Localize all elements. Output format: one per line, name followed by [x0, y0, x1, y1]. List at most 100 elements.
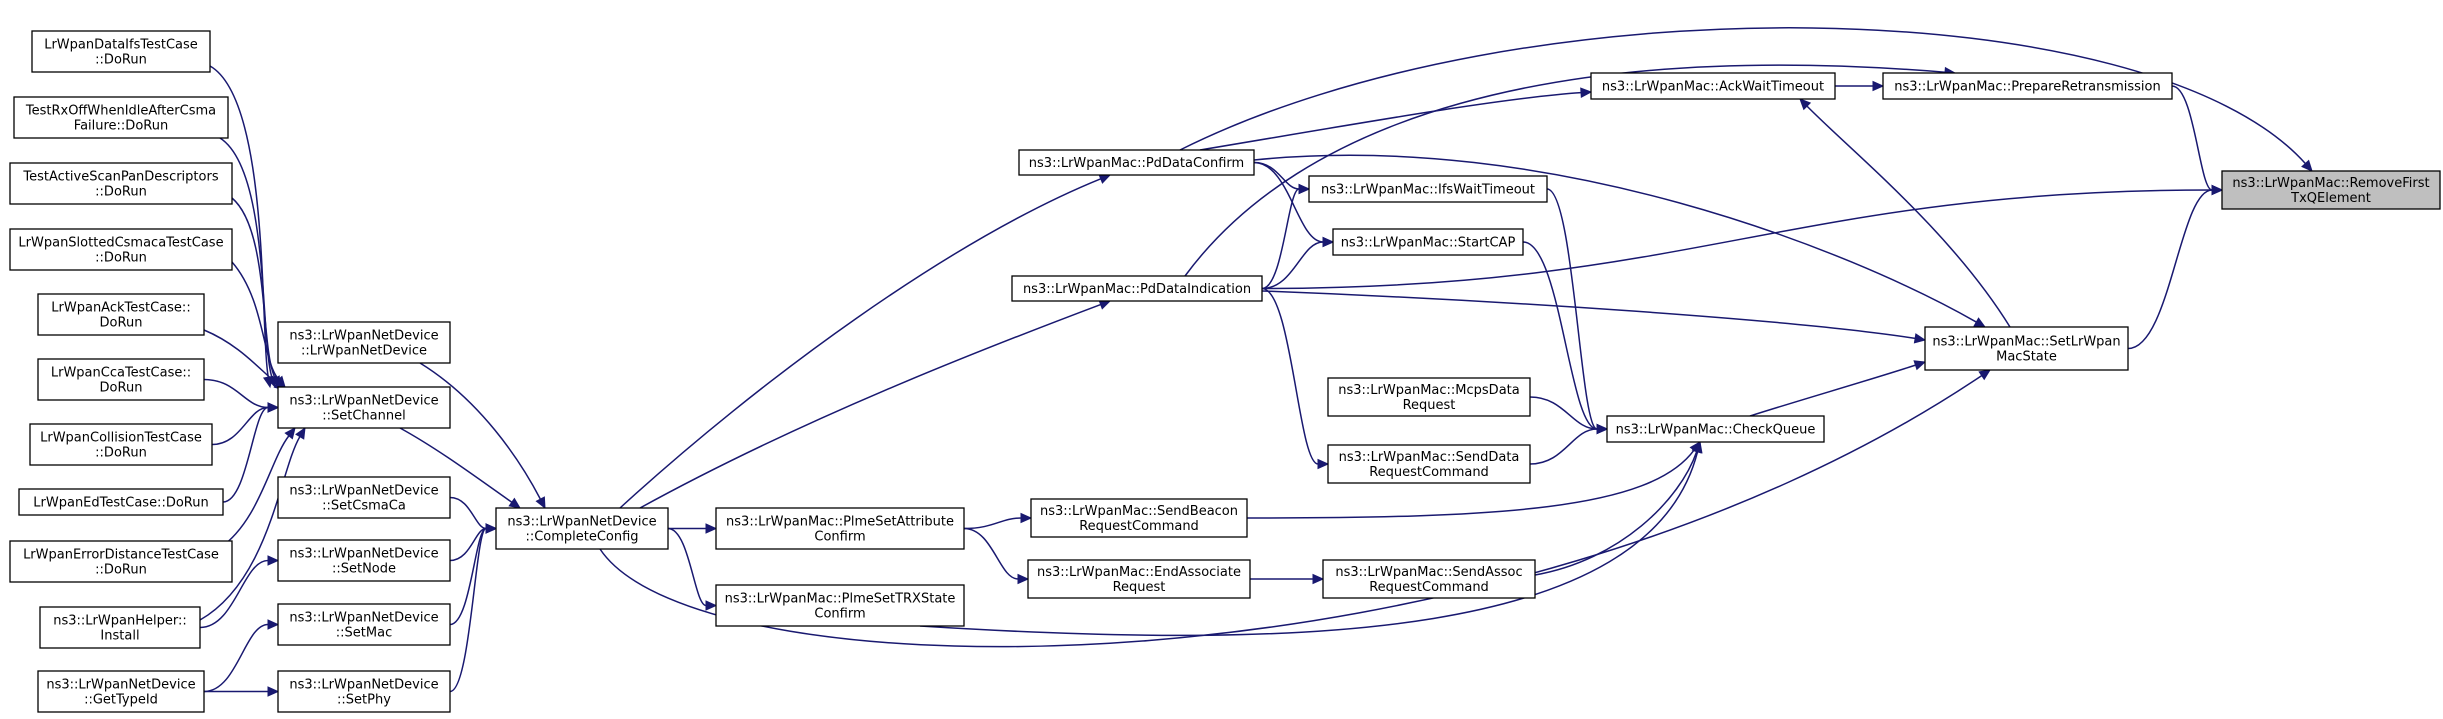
node-ccatest[interactable]: LrWpanCcaTestCase::DoRun	[37, 358, 205, 401]
node-errordist[interactable]: LrWpanErrorDistanceTestCase::DoRun	[9, 540, 233, 583]
node-completeconfig[interactable]: ns3::LrWpanNetDevice::CompleteConfig	[495, 507, 669, 550]
edge-line	[231, 197, 276, 379]
node-checkqueue[interactable]: ns3::LrWpanMac::CheckQueue	[1606, 415, 1825, 443]
edge-line	[449, 496, 487, 530]
edge-completeconfig-to-pddataindication	[639, 299, 1112, 509]
edge-line	[1522, 241, 1598, 430]
node-box[interactable]	[9, 162, 233, 205]
edge-errordist-to-setchannel	[219, 427, 296, 549]
node-box[interactable]	[39, 606, 201, 649]
node-acktest[interactable]: LrWpanAckTestCase::DoRun	[37, 293, 205, 336]
node-box[interactable]	[37, 293, 205, 336]
node-label: ns3::LrWpanNetDevice	[289, 394, 438, 409]
edge-line	[209, 65, 270, 378]
node-label: ns3::LrWpanNetDevice	[289, 547, 438, 562]
node-box[interactable]	[715, 584, 965, 627]
arrowhead	[267, 555, 280, 566]
node-collision[interactable]: LrWpanCollisionTestCase::DoRun	[29, 423, 213, 466]
node-label: ns3::LrWpanMac::StartCAP	[1341, 236, 1516, 251]
edge-line	[1179, 27, 2306, 165]
edge-line	[419, 362, 542, 500]
arrowhead	[485, 523, 498, 534]
node-box[interactable]	[277, 539, 451, 582]
node-box[interactable]	[715, 507, 965, 550]
node-pddataconfirm[interactable]: ns3::LrWpanMac::PdDataConfirm	[1018, 149, 1255, 176]
edge-plmesetattr-to-sendbeacon	[963, 512, 1033, 530]
arrowhead	[1692, 440, 1703, 454]
node-label: ns3::LrWpanNetDevice	[289, 678, 438, 693]
edge-line	[1261, 287, 1319, 465]
node-box[interactable]	[1882, 72, 2173, 100]
node-box[interactable]	[1030, 498, 1248, 538]
node-label: LrWpanDataIfsTestCase	[44, 38, 198, 53]
node-box[interactable]	[1332, 228, 1524, 256]
edge-line	[2127, 189, 2213, 350]
node-box[interactable]	[277, 670, 451, 713]
node-setchannel[interactable]: ns3::LrWpanNetDevice::SetChannel	[277, 386, 451, 429]
node-preparere[interactable]: ns3::LrWpanMac::PrepareRetransmission	[1882, 72, 2173, 100]
node-helperinstall[interactable]: ns3::LrWpanHelper::Install	[39, 606, 201, 649]
node-slotted[interactable]: LrWpanSlottedCsmacaTestCase::DoRun	[9, 228, 233, 271]
node-label: ::DoRun	[95, 251, 147, 266]
node-box[interactable]	[2221, 170, 2441, 210]
node-box[interactable]	[1606, 415, 1825, 443]
node-box[interactable]	[31, 30, 211, 73]
edge-line	[1749, 364, 1916, 417]
node-box[interactable]	[18, 488, 224, 516]
node-box[interactable]	[13, 96, 229, 139]
node-label: ::DoRun	[95, 185, 147, 200]
node-setmac[interactable]: ns3::LrWpanNetDevice::SetMac	[277, 603, 451, 646]
edge-pddataconfirm-to-ackwait	[1199, 87, 1593, 151]
node-label: MacState	[1996, 350, 2057, 365]
node-box[interactable]	[37, 670, 205, 713]
edge-line	[203, 623, 269, 693]
node-box[interactable]	[1308, 175, 1548, 203]
node-box[interactable]	[277, 386, 451, 429]
node-setphy[interactable]: ns3::LrWpanNetDevice::SetPhy	[277, 670, 451, 713]
node-label: ::DoRun	[95, 563, 147, 578]
node-setcsmaca[interactable]: ns3::LrWpanNetDevice::SetCsmaCa	[277, 476, 451, 519]
node-box[interactable]	[29, 423, 213, 466]
node-box[interactable]	[277, 321, 451, 364]
node-label: Confirm	[814, 530, 865, 545]
arrowhead	[1298, 183, 1311, 195]
node-label: ::DoRun	[95, 53, 147, 68]
edge-line	[1529, 428, 1598, 465]
node-ifswait[interactable]: ns3::LrWpanMac::IfsWaitTimeout	[1308, 175, 1548, 203]
node-box[interactable]	[9, 540, 233, 583]
node-startcap[interactable]: ns3::LrWpanMac::StartCAP	[1332, 228, 1524, 256]
node-box[interactable]	[495, 507, 669, 550]
node-box[interactable]	[1322, 559, 1536, 599]
node-lrwpannetdevice[interactable]: ns3::LrWpanNetDevice::LrWpanNetDevice	[277, 321, 451, 364]
arrowhead	[705, 523, 718, 534]
node-dataifs[interactable]: LrWpanDataIfsTestCase::DoRun	[31, 30, 211, 73]
node-box[interactable]	[9, 228, 233, 271]
node-box[interactable]	[277, 603, 451, 646]
node-activescan[interactable]: TestActiveScanPanDescriptors::DoRun	[9, 162, 233, 205]
node-box[interactable]	[1327, 377, 1531, 417]
node-box[interactable]	[37, 358, 205, 401]
node-pddataindication[interactable]: ns3::LrWpanMac::PdDataIndication	[1011, 275, 1263, 302]
node-ackwait[interactable]: ns3::LrWpanMac::AckWaitTimeout	[1590, 72, 1836, 100]
node-box[interactable]	[1027, 559, 1251, 599]
node-box[interactable]	[277, 476, 451, 519]
node-edtest[interactable]: LrWpanEdTestCase::DoRun	[18, 488, 224, 516]
edge-helperinstall-to-setchannel	[199, 426, 306, 621]
node-box[interactable]	[1924, 326, 2129, 371]
node-box[interactable]	[1327, 444, 1531, 484]
node-box[interactable]	[1590, 72, 1836, 100]
node-box[interactable]	[1018, 149, 1255, 176]
node-setnode[interactable]: ns3::LrWpanNetDevice::SetNode	[277, 539, 451, 582]
node-box[interactable]	[1011, 275, 1263, 302]
node-gettypeid[interactable]: ns3::LrWpanNetDevice::GetTypeId	[37, 670, 205, 713]
